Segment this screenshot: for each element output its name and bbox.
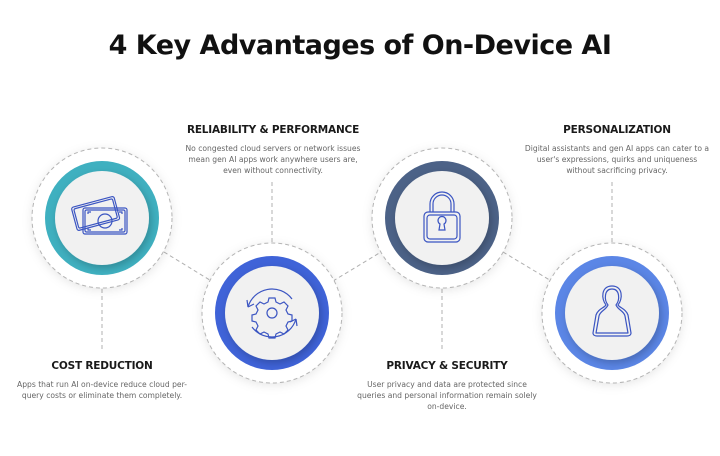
connector-privacy-personalization [502,251,554,283]
gear-refresh-icon [246,288,298,339]
connector-reliability-privacy [332,251,382,282]
node-reliability-performance [201,242,343,384]
advantage-description: Apps that run AI on-device reduce cloud … [17,380,187,400]
dashed-orbit [541,242,683,384]
node-privacy-security [371,147,513,289]
dashed-orbit [31,147,173,289]
padlock-icon [423,191,461,243]
advantage-description: No congested cloud servers or network is… [185,144,361,175]
advantage-reliability: RELIABILITY & PERFORMANCE No congested c… [183,124,363,176]
page-title: 4 Key Advantages of On-Device AI [108,30,612,61]
node-cost-reduction [31,147,173,289]
advantage-description: Digital assistants and gen AI apps can c… [524,144,710,175]
advantage-heading: RELIABILITY & PERFORMANCE [186,124,360,136]
advantage-heading: COST REDUCTION [51,360,153,372]
money-bills-icon [71,196,128,235]
dashed-orbit [371,147,513,289]
connector-cost-reliability [163,251,214,283]
advantage-description: User privacy and data are protected sinc… [357,380,537,411]
user-silhouette-icon [592,285,632,337]
advantage-cost-reduction: COST REDUCTION Apps that run AI on-devic… [17,360,187,401]
advantage-heading: PRIVACY & SECURITY [386,360,508,372]
advantage-privacy-security: PRIVACY & SECURITY User privacy and data… [357,360,537,412]
advantage-personalization: PERSONALIZATION Digital assistants and g… [524,124,710,176]
dashed-orbit [201,242,343,384]
advantage-heading: PERSONALIZATION [563,124,671,136]
node-personalization [541,242,683,384]
